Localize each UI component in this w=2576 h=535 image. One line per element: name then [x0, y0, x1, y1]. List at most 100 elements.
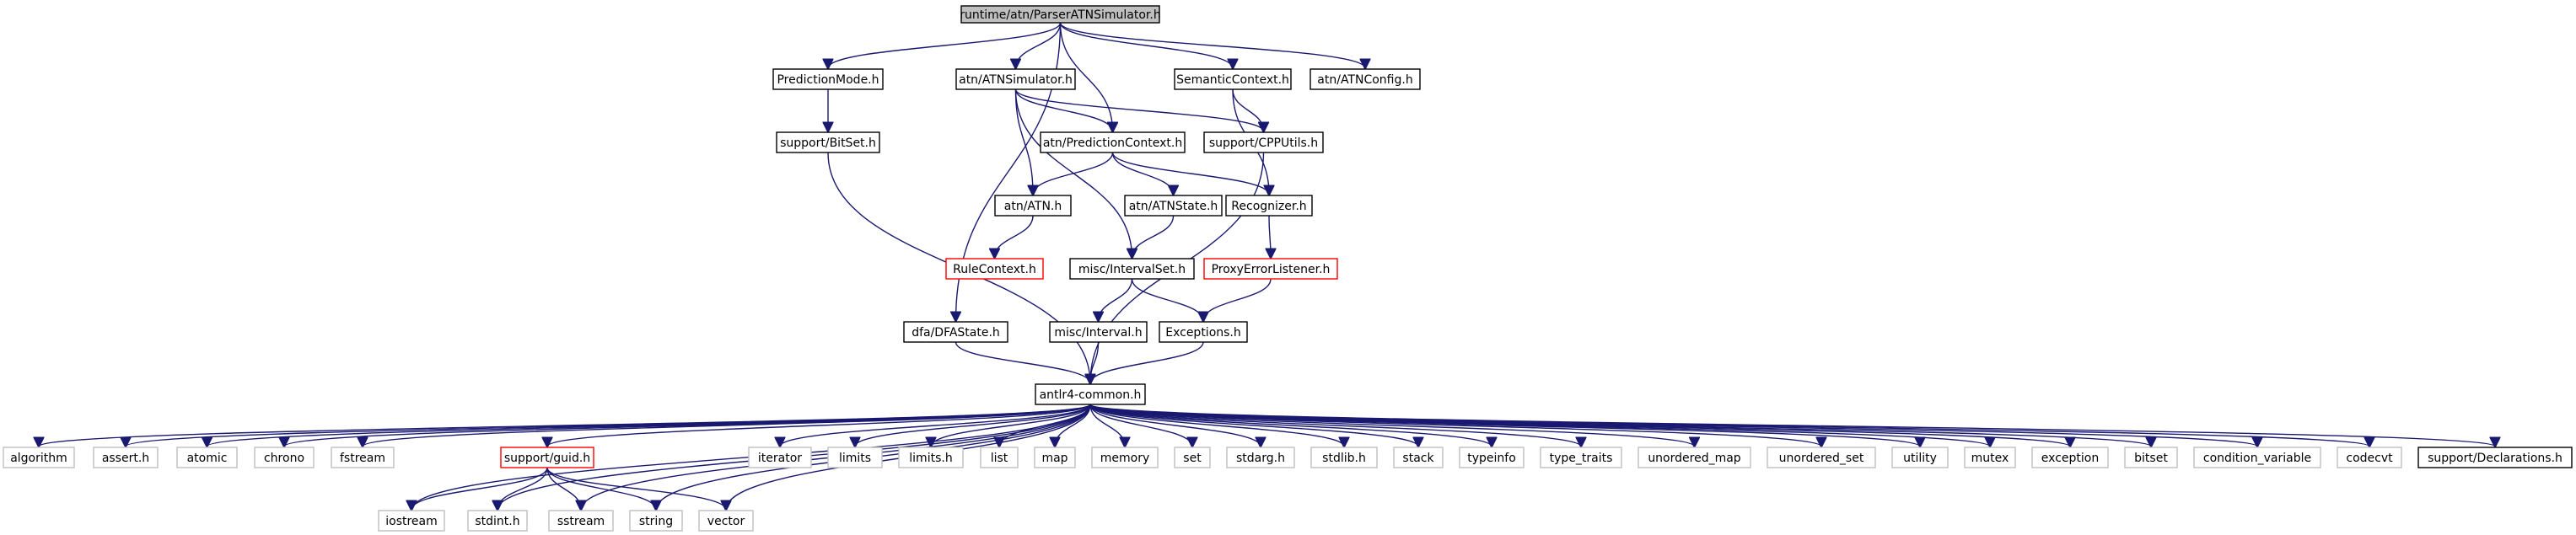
- node-stdint-box: [467, 510, 528, 532]
- node-limits_h-label: limits.h: [909, 452, 952, 465]
- node-predctx[interactable]: atn/PredictionContext.h: [1040, 131, 1186, 153]
- node-proxy-box: [1203, 258, 1338, 280]
- edge-guid-to-iostream: [411, 467, 548, 510]
- node-atomic: atomic: [176, 447, 238, 468]
- edge-root-to-predmode: [828, 22, 1062, 68]
- node-sstream-box: [548, 510, 614, 532]
- node-map-label: map: [1041, 452, 1068, 465]
- node-common-label: antlr4-common.h: [1040, 388, 1142, 402]
- node-stdlib-box: [1310, 447, 1378, 468]
- edge-common-to-set: [1089, 404, 1192, 447]
- node-atnsim[interactable]: atn/ATNSimulator.h: [955, 68, 1076, 90]
- node-codecvt-label: codecvt: [2346, 452, 2393, 465]
- node-sstream: sstream: [548, 510, 614, 532]
- node-atnstate[interactable]: atn/ATNState.h: [1124, 195, 1223, 217]
- nodes-layer: runtime/atn/ParserATNSimulator.hPredicti…: [3, 5, 2573, 532]
- node-stdint-label: stdint.h: [475, 515, 519, 528]
- node-typeinfo: typeinfo: [1459, 447, 1525, 468]
- edge-common-to-limits_h: [931, 404, 1091, 447]
- node-recognizer[interactable]: Recognizer.h: [1225, 195, 1313, 217]
- node-unordered_map-box: [1638, 447, 1751, 468]
- node-dfastate-label: dfa/DFAState.h: [912, 326, 1000, 340]
- node-chrono: chrono: [254, 447, 315, 468]
- node-semctx-label: SemanticContext.h: [1176, 73, 1289, 87]
- node-cpputils[interactable]: support/CPPUtils.h: [1203, 131, 1324, 153]
- node-predctx-box: [1040, 131, 1186, 153]
- node-mutex: mutex: [1964, 447, 2016, 468]
- node-iostream-box: [378, 510, 445, 532]
- node-predmode-label: PredictionMode.h: [777, 73, 879, 87]
- node-limits-label: limits: [839, 452, 871, 465]
- edge-atnsim-to-cpputils: [1014, 88, 1264, 131]
- edge-guid-to-stdint: [497, 467, 548, 510]
- node-atnsim-box: [955, 68, 1076, 90]
- node-proxy-label: ProxyErrorListener.h: [1212, 263, 1331, 276]
- node-atncfg[interactable]: atn/ATNConfig.h: [1310, 68, 1421, 90]
- node-limits_h-box: [898, 447, 964, 468]
- node-predmode-box: [772, 68, 884, 90]
- node-limits: limits: [827, 447, 883, 468]
- node-atnsim-label: atn/ATNSimulator.h: [959, 73, 1073, 87]
- node-chrono-box: [254, 447, 315, 468]
- node-stdlib-label: stdlib.h: [1322, 452, 1366, 465]
- edge-atn-to-rulectx: [995, 215, 1034, 258]
- node-dfastate[interactable]: dfa/DFAState.h: [903, 321, 1008, 343]
- node-algorithm-label: algorithm: [10, 452, 67, 465]
- node-utility: utility: [1891, 447, 1949, 468]
- node-set-label: set: [1183, 452, 1202, 465]
- edge-common-to-stdarg: [1089, 404, 1261, 447]
- edge-root-to-atncfg: [1059, 22, 1366, 68]
- node-atomic-box: [176, 447, 238, 468]
- node-assert-label: assert.h: [102, 452, 149, 465]
- node-semctx[interactable]: SemanticContext.h: [1174, 68, 1292, 90]
- node-unordered_map: unordered_map: [1638, 447, 1751, 468]
- node-codecvt: codecvt: [2337, 447, 2402, 468]
- node-interval[interactable]: misc/Interval.h: [1049, 321, 1148, 343]
- node-type_traits: type_traits: [1540, 447, 1622, 468]
- node-stdarg-box: [1226, 447, 1295, 468]
- node-stdarg-label: stdarg.h: [1236, 452, 1285, 465]
- node-intervalset[interactable]: misc/IntervalSet.h: [1069, 258, 1195, 280]
- node-atncfg-label: atn/ATNConfig.h: [1317, 73, 1412, 87]
- node-bitset-label: bitset: [2134, 452, 2168, 465]
- edge-atnsim-to-atn: [1014, 88, 1034, 195]
- node-guid[interactable]: support/guid.h: [500, 447, 594, 468]
- node-proxy[interactable]: ProxyErrorListener.h: [1203, 258, 1338, 280]
- node-vector-box: [698, 510, 754, 532]
- node-stack: stack: [1393, 447, 1444, 468]
- node-mutex-label: mutex: [1971, 452, 2009, 465]
- node-utility-label: utility: [1903, 452, 1937, 465]
- node-atn-box: [994, 195, 1072, 217]
- edge-dfastate-to-common: [955, 341, 1091, 383]
- node-common[interactable]: antlr4-common.h: [1035, 383, 1146, 405]
- node-atnstate-label: atn/ATNState.h: [1129, 200, 1218, 213]
- node-rulectx[interactable]: RuleContext.h: [945, 258, 1044, 280]
- node-root[interactable]: runtime/atn/ParserATNSimulator.h: [960, 5, 1161, 24]
- node-typeinfo-label: typeinfo: [1467, 452, 1516, 465]
- node-stdlib: stdlib.h: [1310, 447, 1378, 468]
- node-atnstate-box: [1124, 195, 1223, 217]
- edge-guid-to-string: [546, 467, 656, 510]
- node-condvar: condition_variable: [2193, 447, 2321, 468]
- edge-guid-to-vector: [546, 467, 726, 510]
- node-decls[interactable]: support/Declarations.h: [2417, 447, 2573, 468]
- node-interval-label: misc/Interval.h: [1054, 326, 1142, 340]
- edge-atnsim-to-predctx: [1014, 88, 1113, 131]
- node-list: list: [980, 447, 1019, 468]
- edge-root-to-semctx: [1059, 22, 1234, 68]
- node-exception-box: [2031, 447, 2109, 468]
- edge-common-to-guid: [547, 404, 1091, 447]
- node-predmode[interactable]: PredictionMode.h: [772, 68, 884, 90]
- node-exceptions[interactable]: Exceptions.h: [1159, 321, 1248, 343]
- node-bitset_h[interactable]: support/BitSet.h: [776, 131, 880, 153]
- node-type_traits-box: [1540, 447, 1622, 468]
- node-set: set: [1174, 447, 1211, 468]
- edge-root-to-predctx: [1059, 22, 1113, 131]
- edge-common-to-decls: [1089, 404, 2495, 447]
- node-map: map: [1034, 447, 1076, 468]
- node-atomic-label: atomic: [187, 452, 228, 465]
- node-atn[interactable]: atn/ATN.h: [994, 195, 1072, 217]
- node-cpputils-label: support/CPPUtils.h: [1209, 136, 1318, 150]
- node-sstream-label: sstream: [557, 515, 605, 528]
